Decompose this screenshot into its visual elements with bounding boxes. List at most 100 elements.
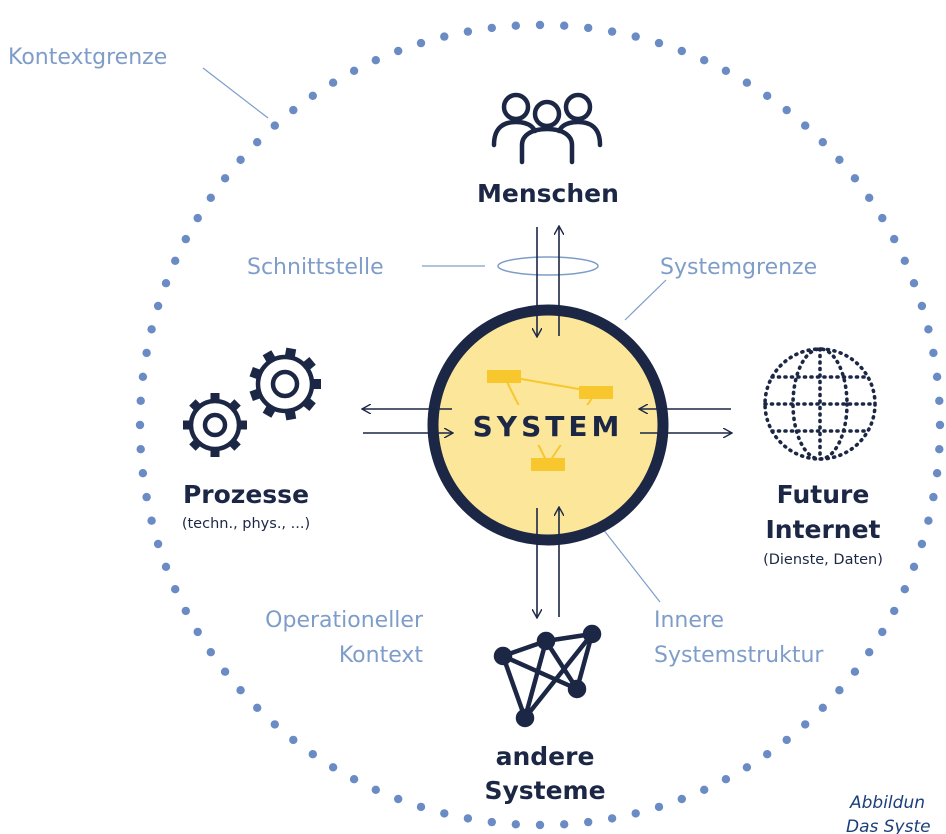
context-boundary-dot [782,105,791,115]
context-boundary-dot [206,648,215,657]
context-boundary-dot [677,46,686,56]
context-boundary-dot [818,138,827,147]
context-boundary-dot [161,562,171,571]
context-boundary-dot [935,420,945,430]
context-boundary-dot [394,794,403,804]
context-boundary-dot [349,66,359,76]
context-boundary-dot [171,585,180,594]
people-icon [491,92,603,165]
context-boundary-dot [511,21,520,30]
context-boundary-dot [878,627,887,637]
context-boundary-dot [487,23,496,33]
context-boundary-dot [220,174,230,183]
context-boundary-dot [607,27,617,36]
gear-tooth [262,350,277,365]
context-boundary-dot [932,469,942,478]
context-boundary-dot [654,802,664,812]
system-label: SYSTEM [473,410,624,443]
context-boundary-dot [193,213,202,223]
people-title: Menschen [477,179,619,208]
context-boundary-dot [763,91,772,101]
context-boundary-dot [878,213,887,223]
context-boundary-dot [416,802,426,812]
gear-tooth [262,403,277,418]
context-boundary-dot [924,516,933,525]
context-boundary-dot [193,627,202,637]
context-boundary-dot [535,820,545,830]
context-boundary-dot [801,121,810,130]
other-systems-title-line2: Systeme [484,776,605,805]
processes-title: Prozesse [183,480,309,509]
context-boundary-dot [142,492,151,502]
context-boundary-dot [835,155,844,164]
future-internet-node: Future Internet (Dienste, Daten) [763,347,883,568]
context-boundary-dot [560,21,569,30]
system-boundary-leader [624,279,667,321]
structure-node [579,386,613,399]
context-boundary-dot [924,325,933,334]
context-boundary-dot [463,27,473,36]
gear-tooth [227,437,241,451]
context-boundary-dot [700,56,709,65]
context-boundary-dot [631,809,640,818]
context-boundary-dots [135,20,945,830]
globe-icon [763,347,877,461]
gear-tooth [249,366,264,381]
context-boundary-dot [236,686,245,695]
context-boundary-dot [147,325,156,334]
processes-subtitle: (techn., phys., ...) [182,516,310,532]
context-boundary-dot [136,445,145,454]
context-boundary-dot [850,174,860,183]
context-boundary-dot [253,703,262,712]
system-label-backdrop [455,405,641,445]
context-boundary-dot [206,193,215,202]
context-boundary-dot [935,445,944,454]
context-boundary-dot [416,38,426,48]
context-boundary-dot [220,667,230,676]
context-boundary-dot [181,606,190,616]
gear-tooth [300,357,316,372]
context-boundary-dot [818,703,827,712]
inner-structure-label-line2: Systemstruktur [654,643,824,668]
context-boundary-dot [782,735,791,745]
context-boundary-dot [742,763,752,772]
context-boundary-dot [917,539,927,549]
context-boundary-dot [584,23,593,33]
context-boundary-dot [138,469,148,478]
context-boundary-dot [631,32,640,41]
context-boundary-dot [677,794,686,804]
gear-tooth [227,399,241,413]
context-boundary-dot [763,750,772,759]
context-boundary-dot [147,516,156,525]
context-boundary-dot [890,234,899,244]
context-boundary-dot [900,585,909,594]
future-internet-title-line2: Internet [765,515,880,544]
interaction-arrows [363,227,731,617]
context-boundary-dot [932,372,942,381]
context-boundary-dot [835,686,844,695]
context-boundary-dot [236,155,245,164]
inner-structure-label-line1: Innere [654,608,724,633]
context-boundary-dot [865,648,874,657]
context-boundary-dot [935,396,944,405]
interface-label: Schnittstelle [247,255,384,280]
context-boundary-dot [328,763,338,772]
interface-ellipse [497,256,599,276]
people-node: Menschen [477,92,619,208]
context-boundary-dot [584,817,593,827]
context-boundary-dot [171,256,180,265]
context-boundary-dot [135,420,145,430]
context-boundary-dot [289,735,298,745]
context-boundary-dot [742,78,752,87]
gears-icon [183,347,321,457]
other-systems-node: andere Systeme [484,624,606,805]
system-boundary-label: Systemgrenze [660,255,817,280]
context-boundary-dot [142,348,151,358]
gear-tooth [284,347,297,361]
context-boundary-dot [328,78,338,87]
context-boundary-dot [440,32,449,41]
context-boundary-dot [721,66,731,76]
processes-node: Prozesse (techn., phys., ...) [182,347,321,532]
context-boundary-dot [560,820,569,829]
